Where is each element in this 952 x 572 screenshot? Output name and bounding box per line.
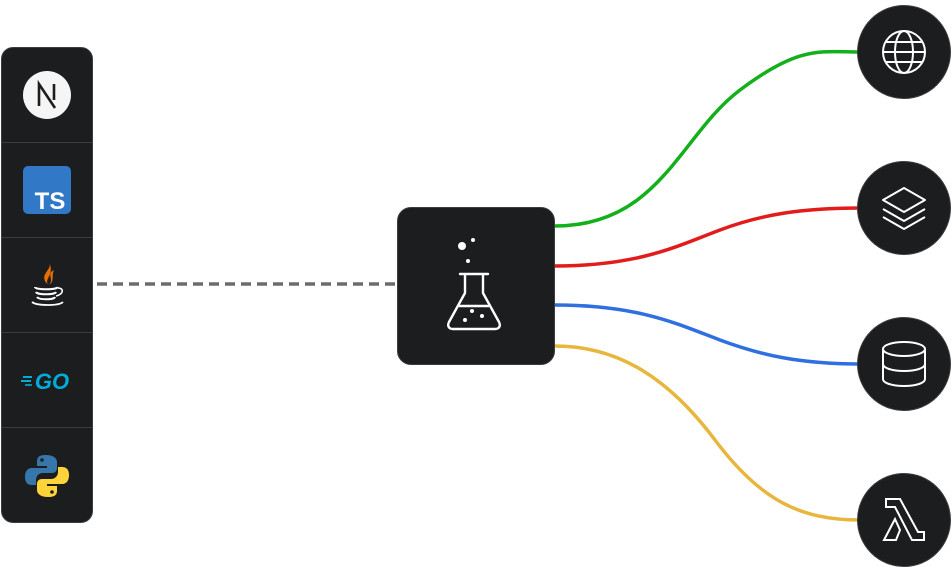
language-panel: TS GO bbox=[1, 47, 93, 523]
svg-text:TS: TS bbox=[35, 188, 66, 214]
svg-text:GO: GO bbox=[35, 369, 69, 392]
hub-node[interactable] bbox=[397, 207, 555, 365]
nextjs-icon bbox=[23, 71, 71, 119]
lambda-icon bbox=[882, 498, 925, 541]
source-java[interactable] bbox=[2, 238, 92, 333]
target-lambda[interactable] bbox=[857, 473, 951, 567]
layers-icon bbox=[882, 187, 926, 230]
python-icon bbox=[25, 454, 69, 497]
globe-icon bbox=[882, 30, 926, 74]
go-icon: GO bbox=[21, 369, 69, 392]
source-typescript[interactable]: TS bbox=[2, 143, 92, 238]
edge-database bbox=[554, 303, 861, 366]
source-go[interactable]: GO bbox=[2, 333, 92, 428]
source-nextjs[interactable] bbox=[2, 48, 92, 143]
target-layers[interactable] bbox=[857, 161, 951, 255]
flask-icon bbox=[447, 238, 501, 331]
source-python[interactable] bbox=[2, 428, 92, 522]
java-icon bbox=[31, 262, 64, 306]
typescript-icon: TS bbox=[23, 166, 71, 214]
edge-lambda bbox=[554, 344, 861, 522]
edge-web bbox=[554, 49, 861, 228]
database-icon bbox=[882, 341, 926, 388]
target-web[interactable] bbox=[857, 5, 951, 99]
target-database[interactable] bbox=[857, 317, 951, 411]
edge-layers bbox=[554, 206, 861, 268]
